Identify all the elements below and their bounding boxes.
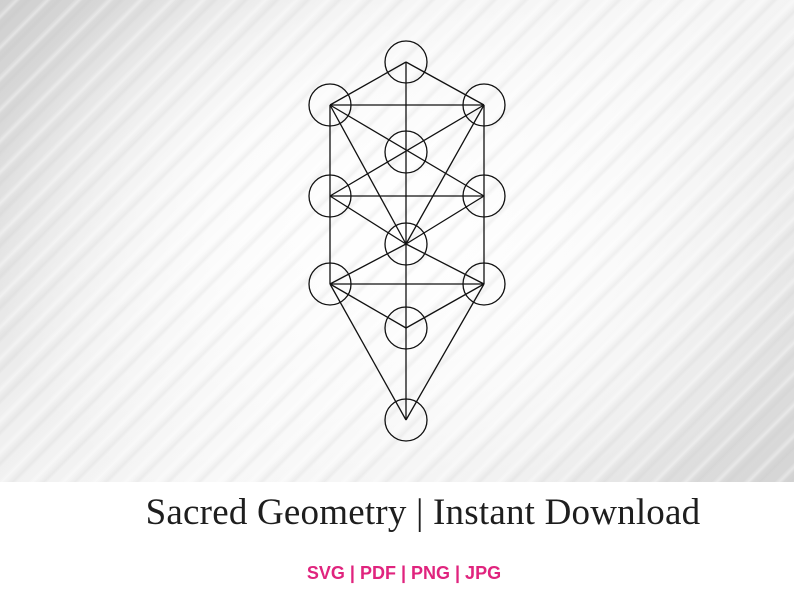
sphere-left-middle [308,174,352,218]
sphere-right-upper [462,83,506,127]
sphere-right-middle [462,174,506,218]
sphere-left-upper [308,83,352,127]
sphere-crown [384,40,428,84]
sphere-foundation [384,306,428,350]
sphere-hidden [384,130,428,174]
tree-paths [329,61,485,421]
page-title: Sacred Geometry | Instant Download [145,492,701,533]
sphere-kingdom [384,398,428,442]
tree-spheres [308,40,506,442]
title-band [0,482,794,596]
sphere-right-lower [462,262,506,306]
sphere-left-lower [308,262,352,306]
sphere-center [384,222,428,266]
file-formats-label: SVG | PDF | PNG | JPG [306,563,502,583]
